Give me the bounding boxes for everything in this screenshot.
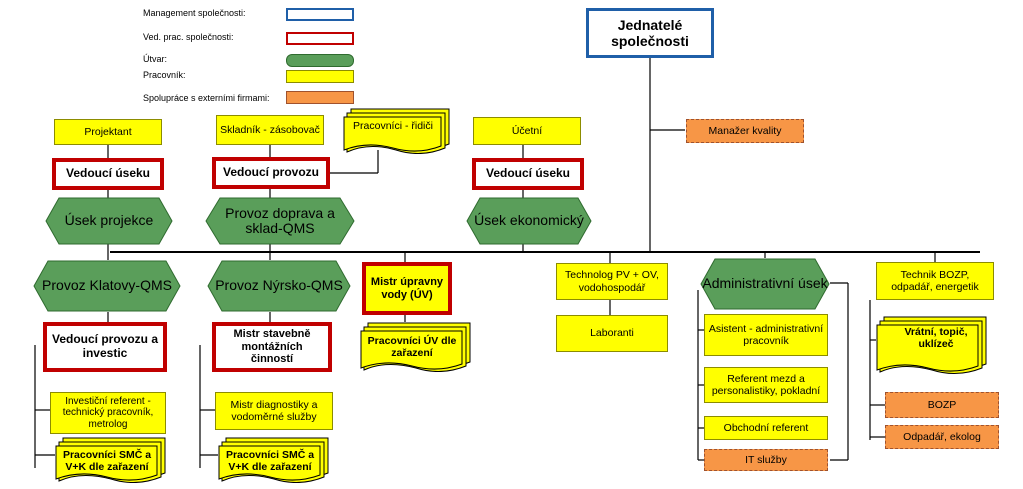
technik-bozp-box: Technik BOZP, odpadář, energetik [876, 262, 994, 300]
referent-mezd-box: Referent mezd a personalistiky, pokladní [704, 367, 828, 403]
usek-projekce-unit: Úsek projekce [45, 197, 173, 245]
ridici-label: Pracovníci - řidiči [353, 120, 433, 132]
jednatele-box: Jednatelé společnosti [586, 8, 714, 58]
laboranti-box: Laboranti [556, 315, 668, 352]
provoz-doprava-unit: Provoz doprava a sklad-QMS [205, 197, 355, 245]
pracovnici-nyrsko-label: Pracovníci SMČ a V+K dle zařazení [225, 449, 315, 474]
legend-label-managers: Ved. prac. společnosti: [143, 32, 234, 42]
legend-label-management: Management společnosti: [143, 8, 246, 18]
provoz-nyrsko-label: Provoz Nýrsko-QMS [215, 277, 343, 294]
vratni-stack: Vrátní, topič, uklízeč [876, 316, 988, 376]
vedouci-provozu-doprava-box: Vedoucí provozu [212, 157, 330, 189]
technolog-box: Technolog PV + OV, vodohospodář [556, 263, 668, 300]
provoz-doprava-label: Provoz doprava a sklad-QMS [225, 204, 335, 236]
investicni-referent-box: Investiční referent - technický pracovní… [50, 392, 166, 434]
odpadar-ekolog-box: Odpadář, ekolog [885, 425, 999, 449]
legend-swatch-management [286, 8, 354, 21]
administrativni-usek-label: Administrativní úsek [702, 275, 828, 292]
usek-ekonomicky-unit: Úsek ekonomický [466, 197, 592, 245]
skladnik-box: Skladník - zásobovač [216, 115, 324, 145]
provoz-klatovy-unit: Provoz Klatovy-QMS [33, 260, 181, 312]
vratni-label: Vrátní, topič, uklízeč [904, 326, 968, 351]
legend-label-employee: Pracovník: [143, 70, 186, 80]
provoz-klatovy-label: Provoz Klatovy-QMS [42, 277, 172, 294]
mistr-stavebne-box: Mistr stavebně montážních činností [212, 322, 332, 372]
legend-label-unit: Útvar: [143, 54, 168, 64]
ucetni-box: Účetní [473, 117, 581, 145]
pracovnici-uv-stack: Pracovníci ÚV dle zařazení [360, 322, 472, 372]
vedouci-useku-ekonomicky-box: Vedoucí úseku [472, 158, 584, 190]
pracovnici-klatovy-stack: Pracovníci SMČ a V+K dle zařazení [55, 437, 167, 483]
bozp-box: BOZP [885, 392, 999, 418]
it-sluzby-box: IT služby [704, 449, 828, 471]
pracovnici-nyrsko-stack: Pracovníci SMČ a V+K dle zařazení [218, 437, 330, 483]
legend-swatch-employee [286, 70, 354, 83]
vedouci-useku-projekce-box: Vedoucí úseku [52, 158, 164, 190]
ridici-stack: Pracovníci - řidiči [343, 108, 451, 154]
provoz-nyrsko-unit: Provoz Nýrsko-QMS [207, 260, 351, 312]
usek-projekce-label: Úsek projekce [64, 212, 154, 229]
administrativni-usek-unit: Administrativní úsek [700, 258, 830, 310]
pracovnici-uv-label: Pracovníci ÚV dle zařazení [367, 335, 457, 360]
asistent-box: Asistent - administrativní pracovník [704, 314, 828, 356]
pracovnici-klatovy-label: Pracovníci SMČ a V+K dle zařazení [62, 449, 152, 474]
manazer-kvality-box: Manažer kvality [686, 119, 804, 143]
usek-ekonomicky-label: Úsek ekonomický [474, 212, 584, 229]
projektant-box: Projektant [54, 119, 162, 145]
mistr-diagnostiky-box: Mistr diagnostiky a vodoměrné služby [215, 392, 333, 430]
legend-swatch-unit [286, 54, 354, 67]
legend-swatch-external [286, 91, 354, 104]
legend-swatch-managers [286, 32, 354, 45]
mistr-upravny-box: Mistr úpravny vody (ÚV) [362, 262, 452, 315]
legend-label-external: Spolupráce s externími firmami: [143, 93, 270, 103]
obchodni-referent-box: Obchodní referent [704, 416, 828, 440]
vedouci-provozu-investic-box: Vedoucí provozu a investic [43, 322, 167, 372]
